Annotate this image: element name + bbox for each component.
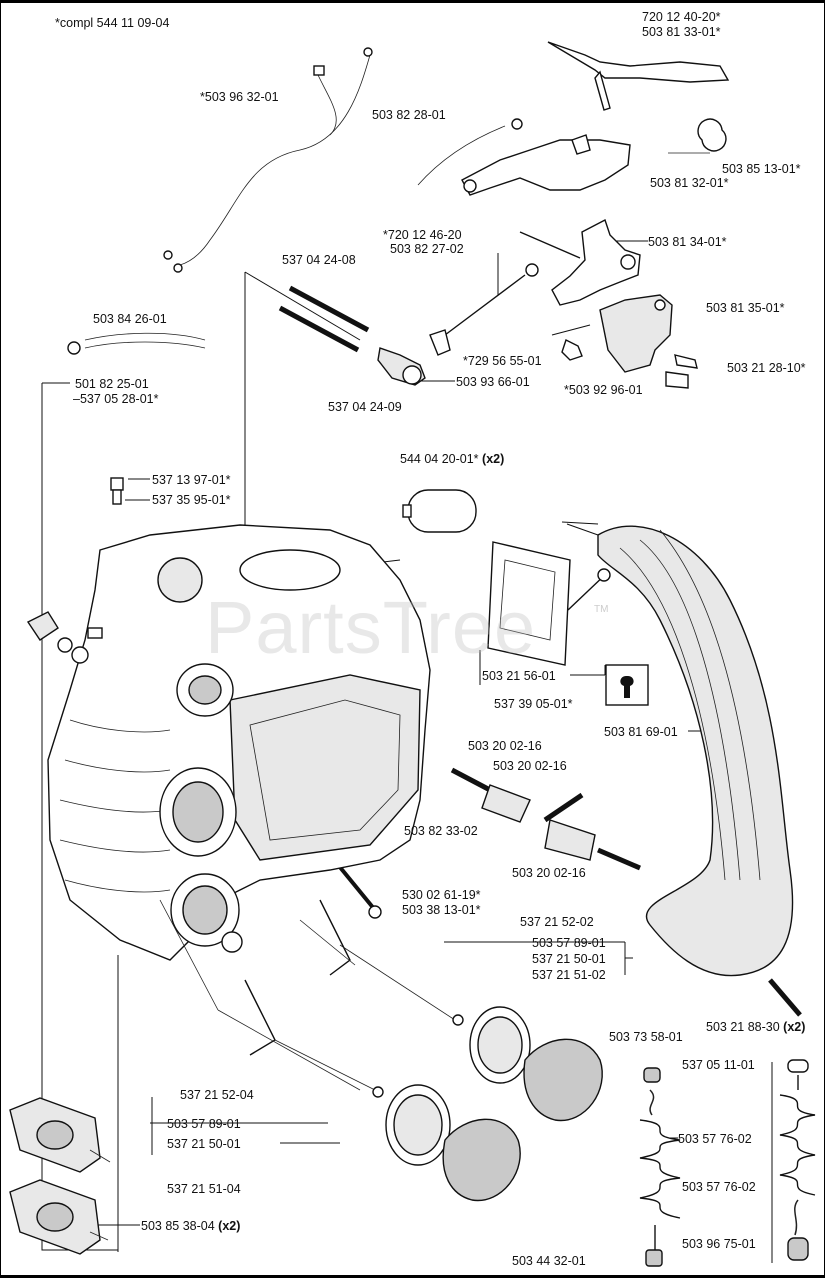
- label-537042409: 537 04 24-09: [328, 400, 402, 414]
- label-503936601: 503 93 66-01: [456, 375, 530, 389]
- label-503200216a: 503 20 02-16: [468, 739, 542, 753]
- label-503823302: 503 82 33-02: [404, 824, 478, 838]
- label-503443201: 503 44 32-01: [512, 1254, 586, 1268]
- leader-501822501: [41, 383, 118, 1251]
- label-537390501: 537 39 05-01*: [494, 697, 573, 711]
- label-720124620: *720 12 46-20: [383, 228, 462, 242]
- label-537215001a: 537 21 50-01: [532, 952, 606, 966]
- label-537051101: 537 05 11-01: [682, 1058, 755, 1072]
- label-503813201: 503 81 32-01*: [650, 176, 729, 190]
- label-503813501: 503 81 35-01*: [706, 301, 785, 315]
- label-537139701: 537 13 97-01*: [152, 473, 231, 487]
- connector-screws: [328, 767, 641, 919]
- label-503853804: 503 85 38-04 (x2): [141, 1219, 240, 1233]
- label-537215104: 537 21 51-04: [167, 1182, 241, 1196]
- exhaust-tube: [566, 523, 802, 1017]
- small-wire: [67, 332, 206, 355]
- label-503967501: 503 96 75-01: [682, 1237, 756, 1251]
- filter-cushion: [402, 489, 477, 533]
- label-503853804-number: 503 85 38-04: [141, 1219, 215, 1233]
- watermark: PartsTree: [205, 586, 537, 669]
- ignition-cable: [163, 47, 373, 273]
- ignition-modules: [9, 1097, 111, 1255]
- label-544042001-number: 544 04 20-01*: [400, 452, 479, 466]
- label-537215001b: 537 21 50-01: [167, 1137, 241, 1151]
- label-503813301: 503 81 33-01*: [642, 25, 721, 39]
- label-503822801: 503 82 28-01: [372, 108, 446, 122]
- watermark-trademark: TM: [594, 604, 609, 615]
- label-503842601: 503 84 26-01: [93, 312, 167, 326]
- label-729565501: *729 56 55-01: [463, 354, 542, 368]
- pins-and-fitting: [278, 285, 426, 386]
- label-503218830: 503 21 88-30 (x2): [706, 1020, 805, 1034]
- spark-plug-connector: [26, 611, 89, 664]
- label-503853804-qty: (x2): [218, 1219, 241, 1233]
- label-501822501: 501 82 25-01: [75, 377, 149, 391]
- label-503215601: 503 21 56-01: [482, 669, 556, 683]
- label-537215202a: 537 21 52-02: [520, 915, 594, 929]
- crankcase-housing: [47, 524, 431, 961]
- label-503200216b: 503 20 02-16: [493, 759, 567, 773]
- label-503735801: 503 73 58-01: [609, 1030, 683, 1044]
- label-503381301: 503 38 13-01*: [402, 903, 481, 917]
- label-720124020: 720 12 40-20*: [642, 10, 721, 24]
- label-503822702: 503 82 27-02: [390, 242, 464, 256]
- label-503816901: 503 81 69-01: [604, 725, 678, 739]
- header-note: *compl 544 11 09-04: [55, 16, 170, 30]
- fuel-lines-and-knobs: [159, 899, 603, 1202]
- label-503212810: 503 21 28-10*: [727, 361, 806, 375]
- label-503200216c: 503 20 02-16: [512, 866, 586, 880]
- label-503578901b: 503 57 89-01: [167, 1117, 241, 1131]
- label-537052801: –537 05 28-01*: [73, 392, 159, 406]
- label-530026119: 530 02 61-19*: [402, 888, 481, 902]
- label-503929601: *503 92 96-01: [564, 383, 643, 397]
- label-537215102: 537 21 51-02: [532, 968, 606, 982]
- wrench-icon: [605, 664, 649, 706]
- label-544042001: 544 04 20-01* (x2): [400, 452, 504, 466]
- label-503851301: 503 85 13-01*: [722, 162, 801, 176]
- springs: [639, 1059, 816, 1267]
- label-503577602a: 503 57 76-02: [678, 1132, 752, 1146]
- label-537359501: 537 35 95-01*: [152, 493, 231, 507]
- label-503578901a: 503 57 89-01: [532, 936, 606, 950]
- label-503577602b: 503 57 76-02: [682, 1180, 756, 1194]
- label-503963201: *503 96 32-01: [200, 90, 279, 104]
- label-537042408: 537 04 24-08: [282, 253, 356, 267]
- label-537215204: 537 21 52-04: [180, 1088, 254, 1102]
- intake-gasket: [487, 541, 611, 666]
- label-503218830-number: 503 21 88-30: [706, 1020, 780, 1034]
- vent-screw: [110, 477, 124, 505]
- label-544042001-qty: (x2): [482, 452, 505, 466]
- throttle-rod-and-brackets: [429, 218, 698, 389]
- label-503813401: 503 81 34-01*: [648, 235, 727, 249]
- label-503218830-qty: (x2): [783, 1020, 806, 1034]
- throttle-trigger-parts: [417, 41, 730, 196]
